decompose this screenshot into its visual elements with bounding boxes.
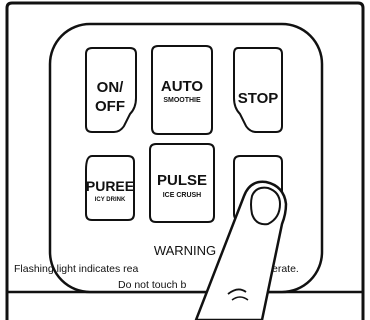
auto-label: AUTO (161, 78, 204, 95)
pulse-ice-crush-button[interactable]: PULSE ICE CRUSH (150, 144, 214, 222)
stop-label: STOP (238, 90, 279, 107)
warning-title: WARNING (154, 243, 216, 258)
smoothie-label: SMOOTHIE (163, 97, 201, 104)
on-off-label-line2: OFF (95, 98, 125, 115)
warning-line1-end: erate. (272, 263, 299, 275)
pulse-label: PULSE (157, 172, 207, 189)
warning-line1: Flashing light indicates rea (14, 263, 138, 275)
ice-crush-label: ICE CRUSH (163, 192, 202, 199)
auto-smoothie-button[interactable]: AUTO SMOOTHIE (152, 46, 212, 134)
puree-label: PUREE (86, 178, 134, 194)
puree-icy-drink-button[interactable]: PUREE ICY DRINK (86, 156, 134, 220)
icy-drink-label: ICY DRINK (95, 197, 126, 203)
warning-line2: Do not touch b (118, 279, 186, 291)
on-off-label-line1: ON/ (97, 79, 125, 96)
